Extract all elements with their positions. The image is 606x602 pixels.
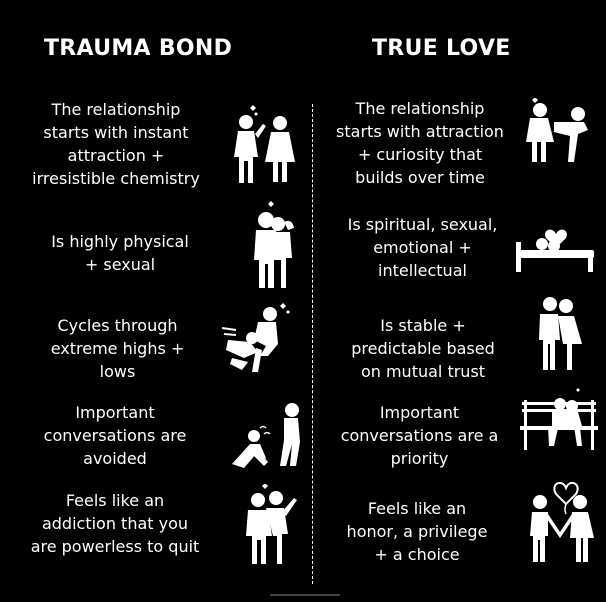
bottom-edge-mark	[270, 594, 340, 596]
trauma-bond-row-1-text: The relationship starts with instant att…	[32, 100, 200, 188]
couple-holding-icon	[236, 484, 300, 568]
trauma-bond-row-4-text: Important conversations are avoided	[43, 403, 187, 468]
couple-embrace-icon	[244, 200, 300, 292]
couple-in-bed-heart-icon	[514, 220, 598, 276]
couple-dip-dance-icon	[222, 298, 298, 378]
trauma-bond-heading: TRAUMA BOND	[44, 36, 233, 61]
trauma-bond-row-5-text: Feels like an addiction that you are pow…	[30, 491, 200, 556]
trauma-bond-row-3-text: Cycles through extreme highs + lows	[50, 316, 185, 381]
trauma-bond-row-2-text: Is highly physical + sexual	[51, 232, 189, 274]
true-love-row-3-text: Is stable + predictable based on mutual …	[351, 316, 495, 381]
true-love-row-5-text: Feels like an honor, a privilege + a cho…	[346, 499, 488, 564]
couple-hug-icon	[534, 292, 586, 372]
couple-kiss-hand-icon	[520, 98, 600, 168]
person-walking-away-icon	[224, 400, 304, 472]
couple-on-bench-icon	[518, 386, 600, 452]
true-love-row-1-text: The relationship starts with attraction …	[336, 99, 504, 187]
column-divider	[312, 104, 313, 584]
true-love-row-2-text: Is spiritual, sexual, emotional + intell…	[347, 215, 498, 280]
couple-holding-hands-heart-icon	[526, 466, 598, 564]
true-love-heading: TRUE LOVE	[372, 36, 511, 61]
couple-meeting-icon	[222, 100, 298, 186]
true-love-row-4-text: Important conversations are a priority	[340, 403, 499, 468]
